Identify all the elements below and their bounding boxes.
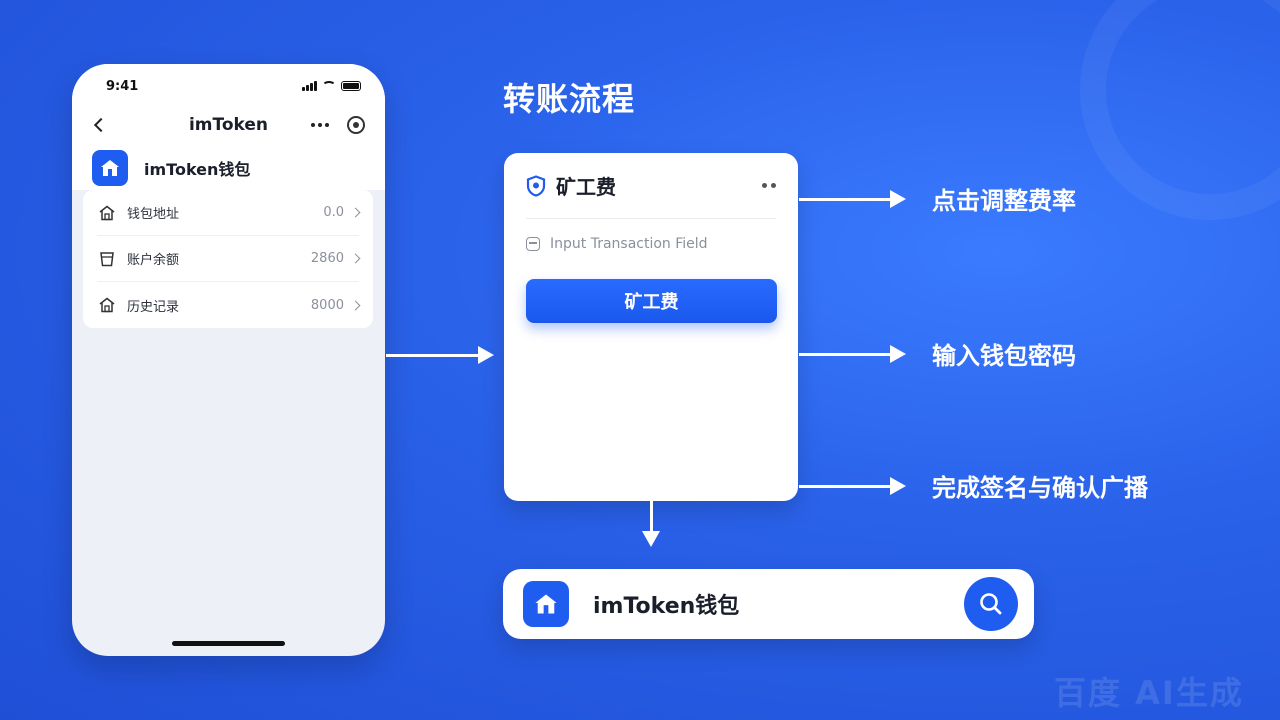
watermark: 百度 AI生成	[1054, 674, 1244, 712]
more-icon[interactable]	[762, 183, 776, 188]
fee-input-row	[526, 219, 776, 269]
battery-icon	[341, 81, 361, 91]
fee-button[interactable]: 矿工费	[526, 279, 777, 323]
list-item[interactable]: 钱包地址 0.0	[97, 190, 361, 236]
home-icon	[97, 204, 117, 222]
signal-icon	[302, 81, 317, 91]
list-item[interactable]: 账户余额 2860	[97, 236, 361, 282]
status-time: 9:41	[106, 78, 139, 94]
page-title: 转账流程	[503, 80, 636, 118]
chevron-right-icon	[350, 300, 361, 310]
flow-arrow-step-2	[799, 345, 906, 363]
list-item[interactable]: 历史记录 8000	[97, 282, 361, 328]
status-icons	[302, 81, 365, 91]
status-bar: 9:41	[92, 64, 365, 108]
step-label-3: 完成签名与确认广播	[932, 474, 1148, 502]
wifi-icon	[322, 81, 336, 91]
more-icon[interactable]	[311, 123, 329, 127]
cup-icon	[97, 250, 117, 268]
wallet-row[interactable]: imToken钱包	[92, 150, 365, 186]
phone-mockup: 9:41 imToken imToken钱包	[72, 64, 385, 656]
list-item-label: 钱包地址	[127, 207, 180, 222]
fee-card: 矿工费 矿工费	[504, 153, 798, 501]
list-item-label: 账户余额	[127, 253, 180, 268]
step-label-2: 输入钱包密码	[932, 342, 1076, 370]
wallet-logo-icon	[523, 581, 569, 627]
target-icon[interactable]	[347, 116, 365, 134]
chevron-right-icon	[350, 207, 361, 218]
step-label-1: 点击调整费率	[932, 187, 1076, 215]
nav-actions	[311, 116, 365, 134]
wallet-name: imToken钱包	[144, 160, 251, 179]
search-icon	[980, 593, 1002, 615]
shield-icon	[526, 174, 546, 197]
search-bar[interactable]: imToken钱包	[503, 569, 1034, 639]
search-button[interactable]	[964, 577, 1018, 631]
flow-arrow-step-1	[799, 190, 906, 208]
list-item-value: 2860	[310, 251, 344, 266]
decorative-ring	[1080, 0, 1280, 220]
fee-input[interactable]	[550, 236, 776, 252]
list-item-value: 8000	[310, 297, 344, 313]
home-icon	[97, 296, 117, 314]
list-item-value: 0.0	[323, 205, 344, 220]
flow-arrow-down	[642, 501, 660, 547]
nav-bar: imToken	[92, 108, 365, 142]
nav-title: imToken	[188, 115, 269, 135]
list-item-label: 历史记录	[127, 299, 180, 315]
chevron-right-icon	[350, 253, 361, 264]
phone-header: 9:41 imToken imToken钱包	[72, 64, 385, 190]
flow-arrow-step-3	[799, 477, 906, 495]
input-field-icon	[526, 237, 540, 251]
fee-card-title: 矿工费	[556, 175, 616, 199]
fee-card-header: 矿工费	[526, 153, 776, 219]
wallet-info-list: 钱包地址 0.0 账户余额 2860 历史记录 8000	[83, 190, 373, 328]
search-text: imToken钱包	[593, 594, 740, 619]
home-indicator	[172, 641, 285, 646]
wallet-logo-icon	[92, 150, 128, 186]
flow-arrow-phone-to-card	[386, 346, 494, 364]
